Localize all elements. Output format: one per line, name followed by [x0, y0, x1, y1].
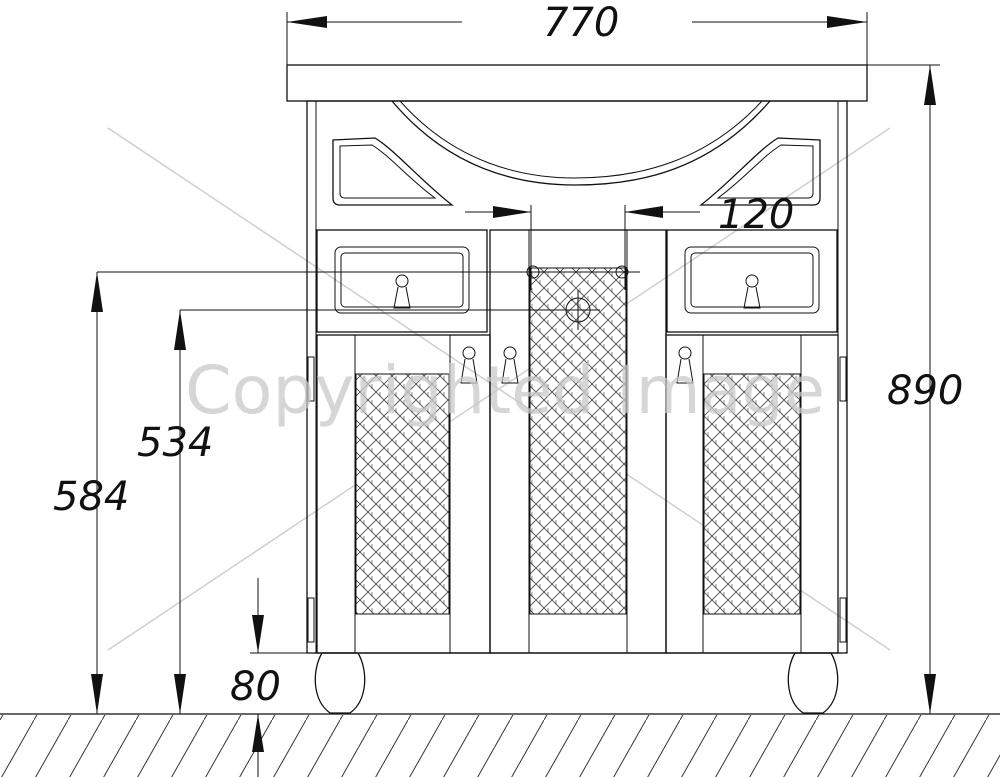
right-drawer: [666, 229, 838, 333]
dimension-label-120: 120: [718, 192, 794, 238]
dimension-width: [286, 12, 868, 65]
watermark-text: Copyrighted Image: [185, 352, 825, 429]
dimension-label-534: 534: [137, 420, 213, 466]
dimension-height-534: [174, 309, 575, 714]
center-panel: [489, 229, 667, 654]
dimension-label-80: 80: [230, 664, 281, 710]
dimension-height-total: [924, 65, 936, 714]
dimension-offset: [465, 205, 700, 290]
legs: [314, 652, 839, 714]
left-door: [307, 334, 519, 654]
dimension-leg-height: [250, 578, 345, 777]
dimension-label-584: 584: [53, 474, 129, 520]
left-drawer: [316, 229, 488, 333]
dimension-height-584: [91, 271, 640, 714]
floor: [0, 713, 1000, 777]
dimension-label-770: 770: [543, 0, 619, 46]
right-door: [665, 334, 847, 654]
dimension-label-890: 890: [887, 368, 963, 414]
countertop: [286, 64, 940, 102]
